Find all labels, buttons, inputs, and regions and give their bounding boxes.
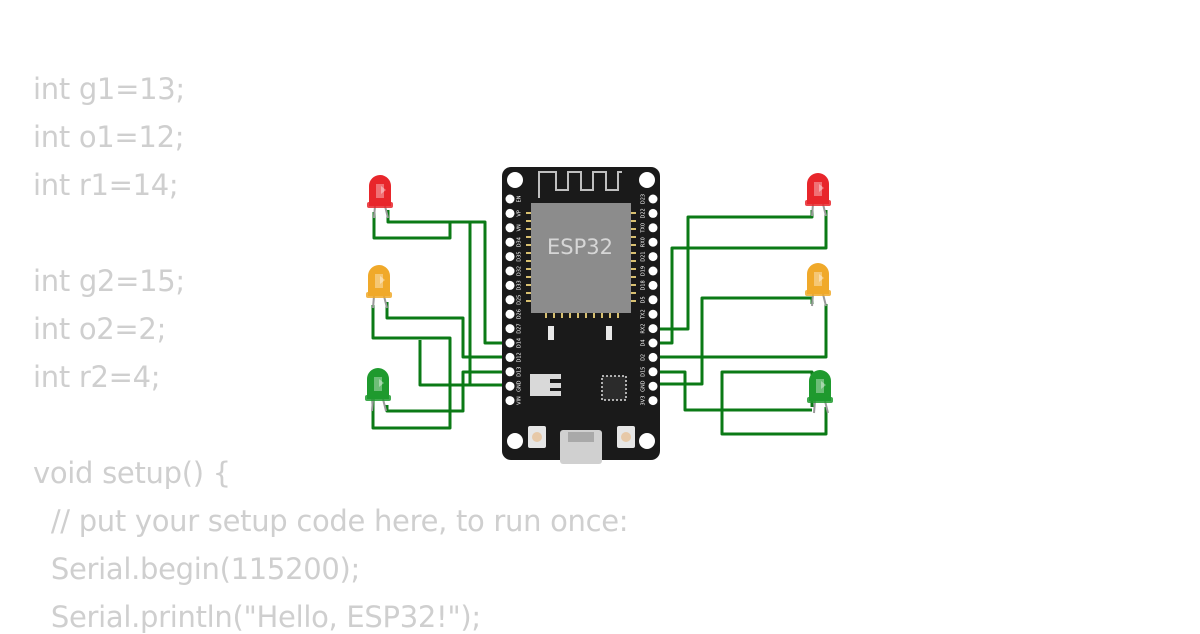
wire-red-left[interactable]: [372, 212, 510, 345]
pin-d5[interactable]: [648, 295, 658, 305]
pin-label: GND: [517, 380, 523, 392]
pin-label: RX2: [641, 324, 647, 334]
component: [606, 326, 612, 340]
pin-label: D5: [641, 296, 647, 303]
pin-d33[interactable]: [505, 280, 515, 290]
pin-d25[interactable]: [505, 295, 515, 305]
pin-label: D23: [641, 194, 647, 204]
pin-label: D22: [641, 208, 647, 218]
wire-orange-left[interactable]: [371, 305, 452, 430]
pin-d14[interactable]: [505, 338, 515, 348]
wire-green-left[interactable]: [385, 370, 510, 413]
pin-label: D21: [641, 251, 647, 261]
led-red-right[interactable]: [805, 173, 831, 217]
pin-d34[interactable]: [505, 237, 515, 247]
esp32-board[interactable]: ESP32: [502, 167, 660, 464]
enable-button[interactable]: [617, 426, 635, 448]
pin-label: D18: [641, 280, 647, 290]
chip-pads: [526, 212, 636, 318]
pin-label: D25: [517, 295, 523, 305]
led-orange-left[interactable]: [366, 265, 392, 309]
wire-red-right[interactable]: [653, 210, 814, 342]
pin-rx2[interactable]: [648, 324, 658, 334]
led-green-right[interactable]: [807, 370, 833, 414]
pin-d23[interactable]: [648, 194, 658, 204]
pin-d13[interactable]: [505, 367, 515, 377]
boot-button[interactable]: [528, 426, 546, 448]
pin-label: GND: [641, 380, 647, 392]
pin-label: D15: [641, 367, 647, 377]
pin-vin[interactable]: [505, 396, 515, 406]
pin-label: D34: [517, 237, 523, 247]
pin-d2[interactable]: [648, 352, 658, 362]
pin-label: D26: [517, 309, 523, 319]
pin-label: EN: [517, 195, 523, 202]
chip-label: ESP32: [547, 235, 613, 259]
pin-d22[interactable]: [648, 208, 658, 218]
pin-tx0[interactable]: [648, 223, 658, 233]
pin-d26[interactable]: [505, 309, 515, 319]
pin-label: TX2: [641, 309, 647, 320]
pin-label: D4: [641, 339, 647, 346]
pin-vp[interactable]: [505, 208, 515, 218]
pin-label: D19: [641, 266, 647, 276]
pin-vn[interactable]: [505, 223, 515, 233]
pin-d12[interactable]: [505, 352, 515, 362]
mounting-hole: [507, 172, 523, 188]
mounting-hole: [639, 172, 655, 188]
mounting-hole: [639, 433, 655, 449]
pin-d15[interactable]: [648, 367, 658, 377]
antenna-trace: [538, 171, 622, 198]
pin-label: VP: [517, 210, 523, 216]
pin-label: D35: [517, 251, 523, 261]
pin-label: D2: [641, 354, 647, 361]
esp32-chip: [531, 203, 631, 313]
pin-label: D27: [517, 323, 523, 333]
mounting-hole: [507, 433, 523, 449]
pin-tx2[interactable]: [648, 309, 658, 319]
usb-serial-chip: [601, 375, 627, 401]
wire-orange-left-2[interactable]: [385, 302, 510, 359]
pin-d4[interactable]: [648, 338, 658, 348]
pin-label: 3V3: [641, 396, 647, 406]
pin-label: D14: [517, 338, 523, 348]
pin-d32[interactable]: [505, 266, 515, 276]
pin-d18[interactable]: [648, 280, 658, 290]
pin-d19[interactable]: [648, 266, 658, 276]
voltage-regulator: [530, 374, 550, 396]
pin-label: VIN: [517, 396, 523, 405]
pin-label: D32: [517, 266, 523, 276]
pin-label: RX0: [641, 237, 647, 247]
leds: [365, 173, 833, 414]
pin-3v3[interactable]: [648, 396, 658, 406]
led-red-left[interactable]: [367, 175, 393, 219]
pin-label: TX0: [641, 223, 647, 234]
led-green-left[interactable]: [365, 368, 391, 412]
pin-d27[interactable]: [505, 324, 515, 334]
wires: [371, 210, 828, 436]
pin-gnd[interactable]: [648, 381, 658, 391]
pin-d35[interactable]: [505, 252, 515, 262]
wire-orange-right-2[interactable]: [655, 304, 828, 359]
pin-label: D13: [517, 367, 523, 377]
pin-label: D33: [517, 280, 523, 290]
pin-label: VN: [517, 224, 523, 231]
wire-green-right-2[interactable]: [655, 370, 812, 412]
pin-rx0[interactable]: [648, 237, 658, 247]
wire-red-right-2[interactable]: [655, 210, 828, 345]
component: [548, 326, 554, 340]
led-orange-right[interactable]: [805, 263, 831, 307]
pin-d21[interactable]: [648, 252, 658, 262]
pin-gnd[interactable]: [505, 381, 515, 391]
pin-en[interactable]: [505, 194, 515, 204]
pin-label: D12: [517, 352, 523, 362]
wire-green-left-2[interactable]: [418, 340, 498, 387]
